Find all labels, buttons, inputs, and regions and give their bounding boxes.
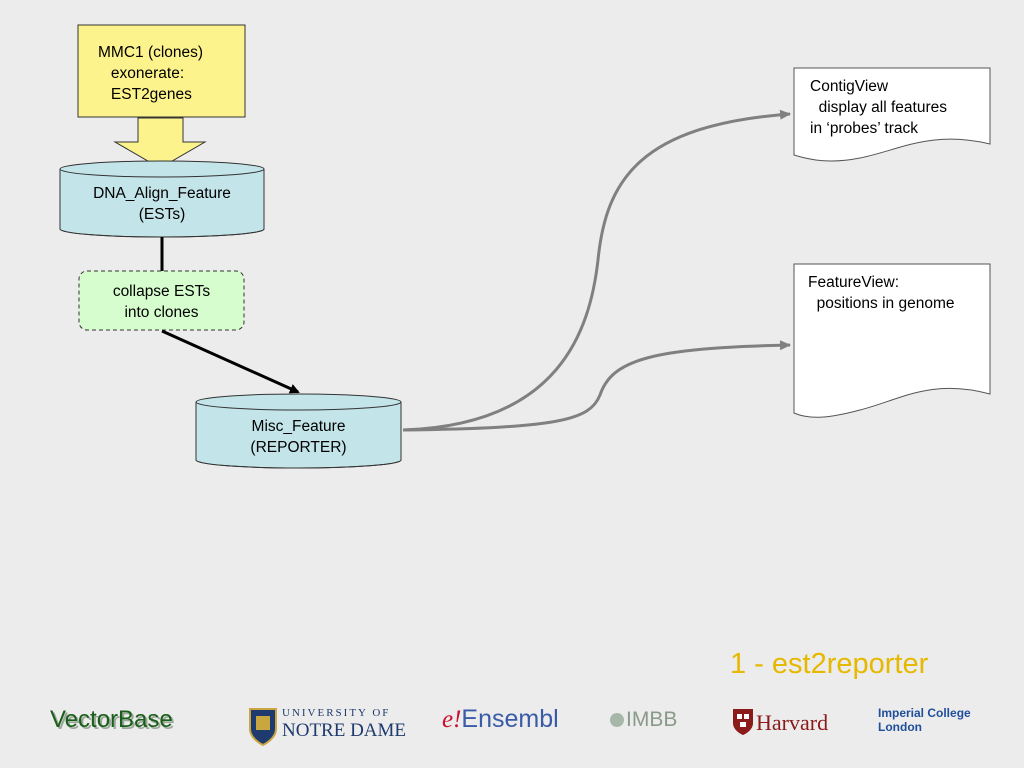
featureview-label: FeatureView: positions in genome xyxy=(808,274,955,312)
connector-misc-contigview xyxy=(402,109,791,432)
imperial-line2: London xyxy=(878,720,922,734)
mmc1-label: MMC1 (clones) exonerate: EST2genes xyxy=(98,44,204,103)
dna-align-label: DNA_Align_Feature (ESTs) xyxy=(93,185,231,223)
contigview-label: ContigView display all features in ‘prob… xyxy=(810,78,947,137)
vectorbase-text: VectorBase xyxy=(50,706,173,733)
ensembl-e-mark: e! xyxy=(442,706,462,733)
notre-dame-top-text: UNIVERSITY OF xyxy=(282,707,391,719)
ensembl-logo: e!Ensembl xyxy=(442,705,559,734)
arrow-collapse-misc xyxy=(161,329,300,394)
imbb-globe-icon xyxy=(610,713,624,728)
imbb-text: IMBB xyxy=(626,708,678,731)
slide-title: 1 - est2reporter xyxy=(730,648,929,680)
harvard-text: Harvard xyxy=(756,710,829,735)
imbb-logo: IMBB xyxy=(610,708,677,732)
dna-align-cylinder xyxy=(59,160,265,238)
imperial-line1: Imperial College xyxy=(878,706,971,720)
harvard-shield-icon xyxy=(733,709,753,735)
misc-feature-label: Misc_Feature (REPORTER) xyxy=(250,418,347,456)
ensembl-text: Ensembl xyxy=(461,705,559,733)
imperial-logo: Imperial College London xyxy=(878,706,971,734)
connector-misc-featureview xyxy=(402,340,791,432)
collapse-box xyxy=(78,270,245,331)
notre-dame-bottom-text: NOTRE DAME xyxy=(282,720,407,741)
mmc1-down-arrow xyxy=(113,117,207,169)
featureview-doc-shape xyxy=(793,263,991,418)
mmc1-box xyxy=(77,24,246,118)
vectorbase-logo: VectorBase xyxy=(50,706,173,734)
contigview-doc-shape xyxy=(793,67,991,162)
notre-dame-shield-icon xyxy=(249,708,277,747)
collapse-label: collapse ESTs into clones xyxy=(112,283,211,321)
misc-feature-cylinder xyxy=(195,393,402,469)
